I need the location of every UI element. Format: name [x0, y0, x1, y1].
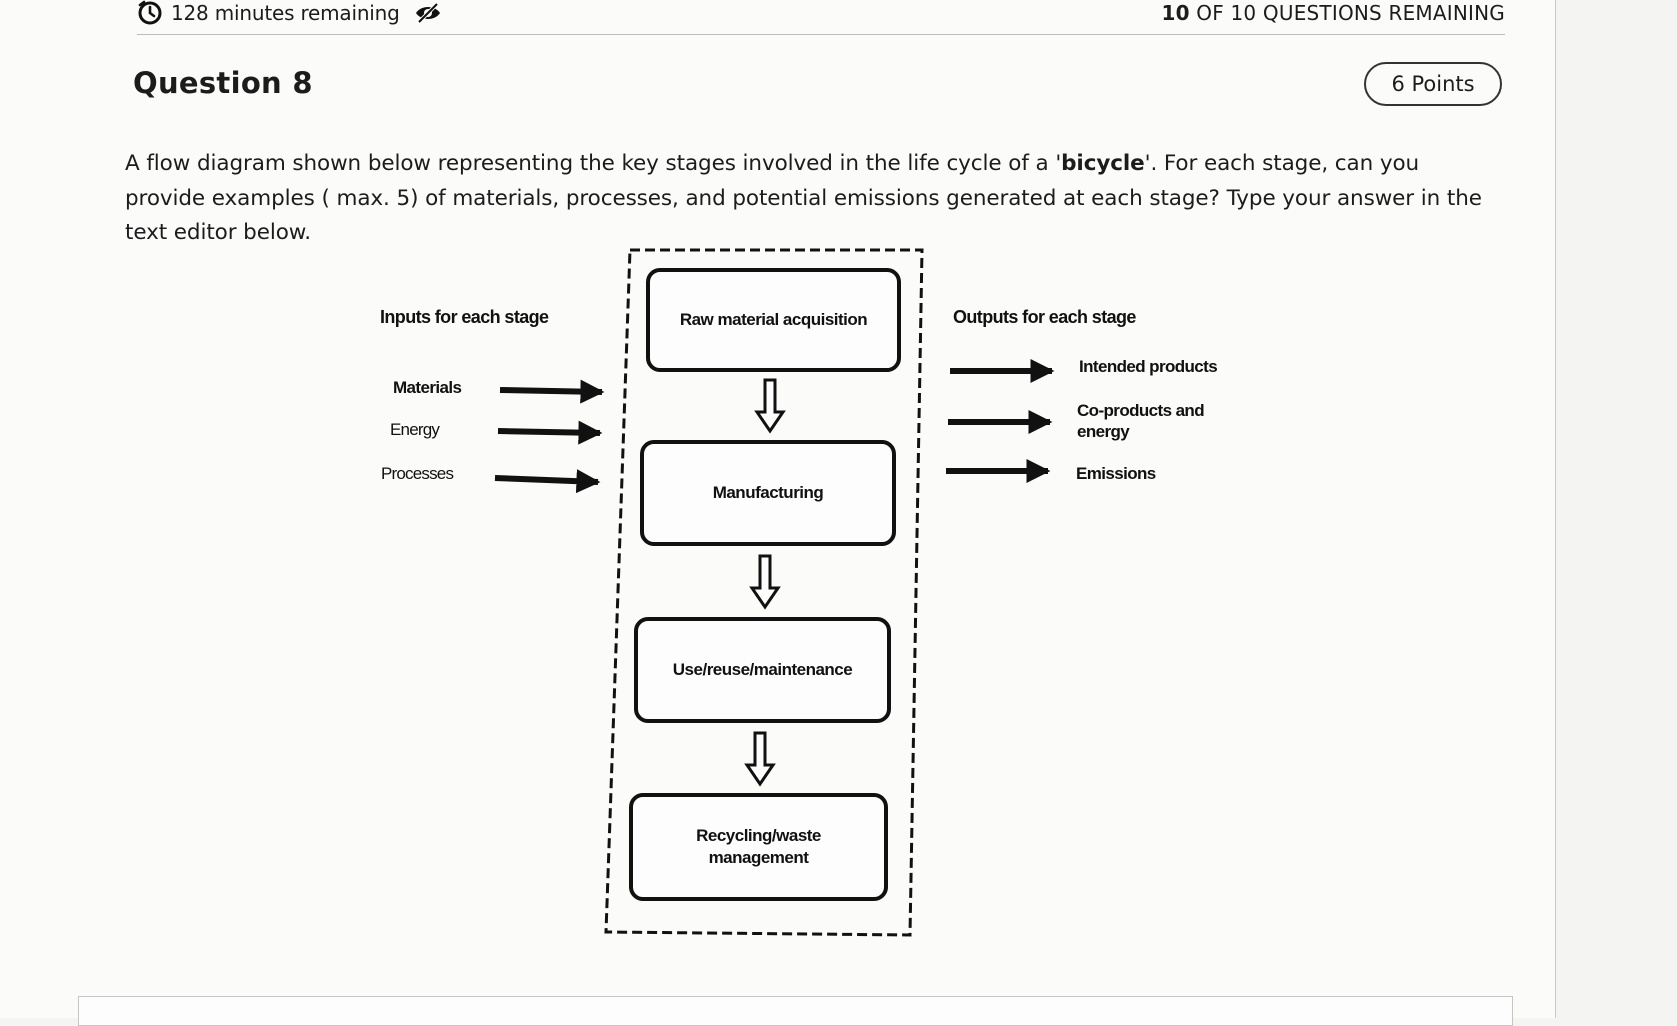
- input-arrow-processes: [494, 469, 601, 494]
- eye-slash-icon[interactable]: [414, 2, 442, 24]
- stage-manufacturing: Manufacturing: [640, 440, 896, 546]
- output-label-coproducts: Co-products and energy: [1077, 401, 1205, 441]
- answer-text-editor[interactable]: [78, 996, 1513, 1026]
- inputs-heading: Inputs for each stage: [380, 307, 549, 327]
- flow-arrow-3: [744, 731, 776, 787]
- input-label-energy: Energy: [390, 420, 440, 439]
- timer: 128 minutes remaining: [137, 0, 442, 26]
- prompt-text-2: '. For each stage, can you provide examp…: [125, 151, 1482, 245]
- stage-use-reuse-maintenance: Use/reuse/maintenance: [634, 617, 891, 723]
- prompt-text-1: A flow diagram shown below representing …: [125, 151, 1062, 176]
- output-label-intended-products: Intended products: [1079, 357, 1218, 376]
- flow-arrow-1: [754, 378, 786, 434]
- input-arrow-energy: [497, 420, 603, 445]
- life-cycle-diagram: Inputs for each stage Materials Energy P…: [380, 248, 1218, 937]
- exam-header: 128 minutes remaining 10 OF 10 QUESTIONS…: [137, 0, 1505, 35]
- input-label-processes: Processes: [381, 464, 454, 483]
- input-label-materials: Materials: [393, 378, 462, 397]
- stage-raw-material-acquisition: Raw material acquisition: [646, 268, 901, 372]
- questions-remaining-label: OF 10 QUESTIONS REMAINING: [1189, 1, 1505, 25]
- page: 128 minutes remaining 10 OF 10 QUESTIONS…: [78, 0, 1513, 1026]
- question-prompt: A flow diagram shown below representing …: [125, 147, 1485, 251]
- points-badge: 6 Points: [1364, 62, 1502, 106]
- time-remaining-text: 128 minutes remaining: [171, 1, 400, 25]
- outputs-heading: Outputs for each stage: [953, 307, 1136, 327]
- questions-remaining: 10 OF 10 QUESTIONS REMAINING: [1162, 0, 1505, 26]
- stage-recycling-waste-management: Recycling/waste management: [629, 793, 888, 901]
- page-edge: [1555, 0, 1556, 1018]
- timer-icon: [137, 0, 163, 26]
- flow-arrow-2: [749, 554, 781, 610]
- system-boundary: [604, 248, 924, 937]
- input-arrow-materials: [499, 379, 605, 404]
- questions-remaining-count: 10: [1161, 1, 1190, 25]
- question-title: Question 8: [133, 66, 313, 100]
- diagram-graphics: [494, 248, 1055, 937]
- prompt-keyword: bicycle: [1061, 151, 1145, 176]
- output-label-emissions: Emissions: [1076, 464, 1156, 483]
